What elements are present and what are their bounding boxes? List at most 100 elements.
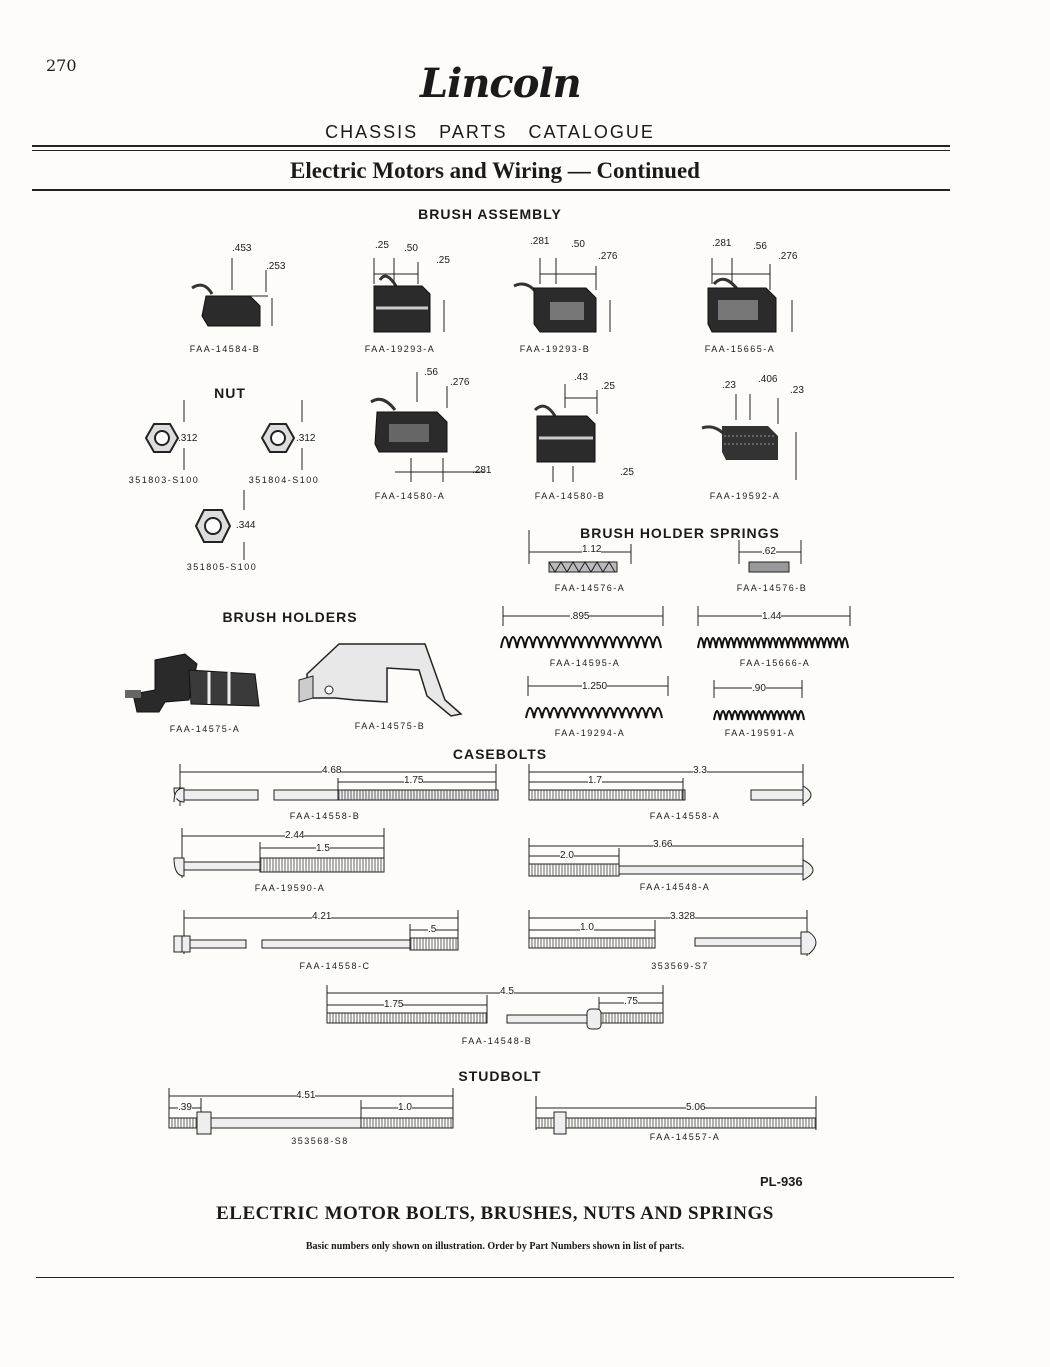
part-number: FAA-14595-A [549,658,621,668]
part-number: FAA-19592-A [709,491,781,501]
part-number: 351804-S100 [248,475,320,485]
part-number: FAA-14558-C [299,961,371,971]
part-number: FAA-14575-B [354,721,426,731]
dim-label: 3.66 [653,839,673,850]
studbolt-illustration [168,1088,454,1135]
part-number: FAA-14580-B [534,491,606,501]
part-number: FAA-19293-B [519,344,591,354]
section-brush-holders: BRUSH HOLDERS [222,609,358,625]
dim-label: .25 [601,381,615,392]
section-casebolts: CASEBOLTS [452,746,548,762]
page-number: 270 [46,56,77,75]
dim-label: .281 [530,236,550,247]
brush-illustration [373,258,445,333]
brush-illustration [701,394,797,480]
header-rule-double [32,150,950,151]
casebolt-illustration [173,910,459,954]
plate-number: PL-936 [760,1174,803,1189]
section-nut: NUT [214,385,246,401]
dim-label: .5 [428,924,437,935]
dim-label: .25 [620,467,634,478]
dim-label: .56 [753,241,767,252]
dim-label: .253 [266,261,286,272]
part-number: 353569-S7 [651,961,709,971]
part-number: FAA-19293-A [364,344,436,354]
dim-label: .90 [752,683,766,694]
dim-label: .75 [624,996,638,1007]
dim-label: .23 [722,380,736,391]
dim-label: .50 [571,239,585,250]
part-number: FAA-15666-A [739,658,811,668]
part-number: FAA-19294-A [554,728,626,738]
dim-label: .276 [778,251,798,262]
dim-label: .281 [472,465,492,476]
part-number: FAA-14558-B [289,811,361,821]
page-title: Electric Motors and Wiring — Continued [290,158,700,183]
dim-label: 4.5 [500,986,514,997]
hex-nut-illustration [144,400,185,470]
part-number: FAA-14548-B [461,1036,533,1046]
dim-label: 1.7 [588,775,602,786]
part-number: FAA-19590-A [254,883,326,893]
figure-note: Basic numbers only shown on illustration… [305,1241,685,1252]
dim-label: .406 [758,374,778,385]
part-number: FAA-14548-A [639,882,711,892]
title-rule [32,189,950,191]
dim-label: .39 [178,1102,192,1113]
brush-illustration [191,258,273,327]
brush-illustration [513,258,611,333]
section-brush-holder-springs: BRUSH HOLDER SPRINGS [580,525,780,541]
dim-label: .43 [574,372,588,383]
brand-logo: Lincoln [420,60,582,107]
dim-label: .25 [436,255,450,266]
dim-label: 2.44 [285,830,305,841]
dim-label: .344 [236,520,256,531]
studbolt-illustration [535,1096,817,1135]
dim-label: 4.51 [296,1090,316,1101]
brush-holder-illustration [298,643,463,717]
brush-illustration [533,384,598,482]
catalogue-title: CHASSIS PARTS CATALOGUE [325,122,655,142]
casebolt-illustration [173,764,499,806]
dim-label: 1.12 [582,544,602,555]
spring-illustration [528,530,632,573]
dim-label: 3.3 [693,765,707,776]
part-number: FAA-14584-B [189,344,261,354]
dim-label: 1.75 [404,775,424,786]
dim-label: .312 [178,433,198,444]
dim-label: 4.21 [312,911,332,922]
casebolt-illustration [326,985,664,1030]
part-number: FAA-14576-A [554,583,626,593]
hex-nut-illustration [260,400,303,470]
dim-label: .23 [790,385,804,396]
dim-label: 1.44 [762,611,782,622]
part-number: 351803-S100 [128,475,200,485]
casebolt-illustration [528,764,812,806]
figure-caption: ELECTRIC MOTOR BOLTS, BRUSHES, NUTS AND … [216,1203,774,1224]
dim-label: 1.0 [580,922,594,933]
dim-label: .895 [570,611,590,622]
part-number: FAA-14576-B [736,583,808,593]
part-number: FAA-14575-A [169,724,241,734]
dim-label: .276 [598,251,618,262]
dim-label: .312 [296,433,316,444]
dim-label: 1.5 [316,843,330,854]
part-number: FAA-19591-A [724,728,796,738]
dim-label: .62 [762,546,776,557]
dim-label: .276 [450,377,470,388]
section-brush-assembly: BRUSH ASSEMBLY [418,206,562,222]
dim-label: 3.328 [670,911,696,922]
dim-label: 1.75 [384,999,404,1010]
part-number: 353568-S8 [291,1136,349,1146]
dim-label: .281 [712,238,732,249]
part-number: 351805-S100 [186,562,258,572]
dim-label: 1.250 [582,681,608,692]
footer-rule [36,1277,954,1278]
brush-holder-illustration [125,653,260,713]
section-studbolt: STUDBOLT [458,1068,542,1084]
dim-label: 2.0 [560,850,574,861]
dim-label: 4.68 [322,765,342,776]
dim-label: 5.06 [686,1102,706,1113]
hex-nut-illustration [194,490,245,560]
dim-label: .453 [232,243,252,254]
